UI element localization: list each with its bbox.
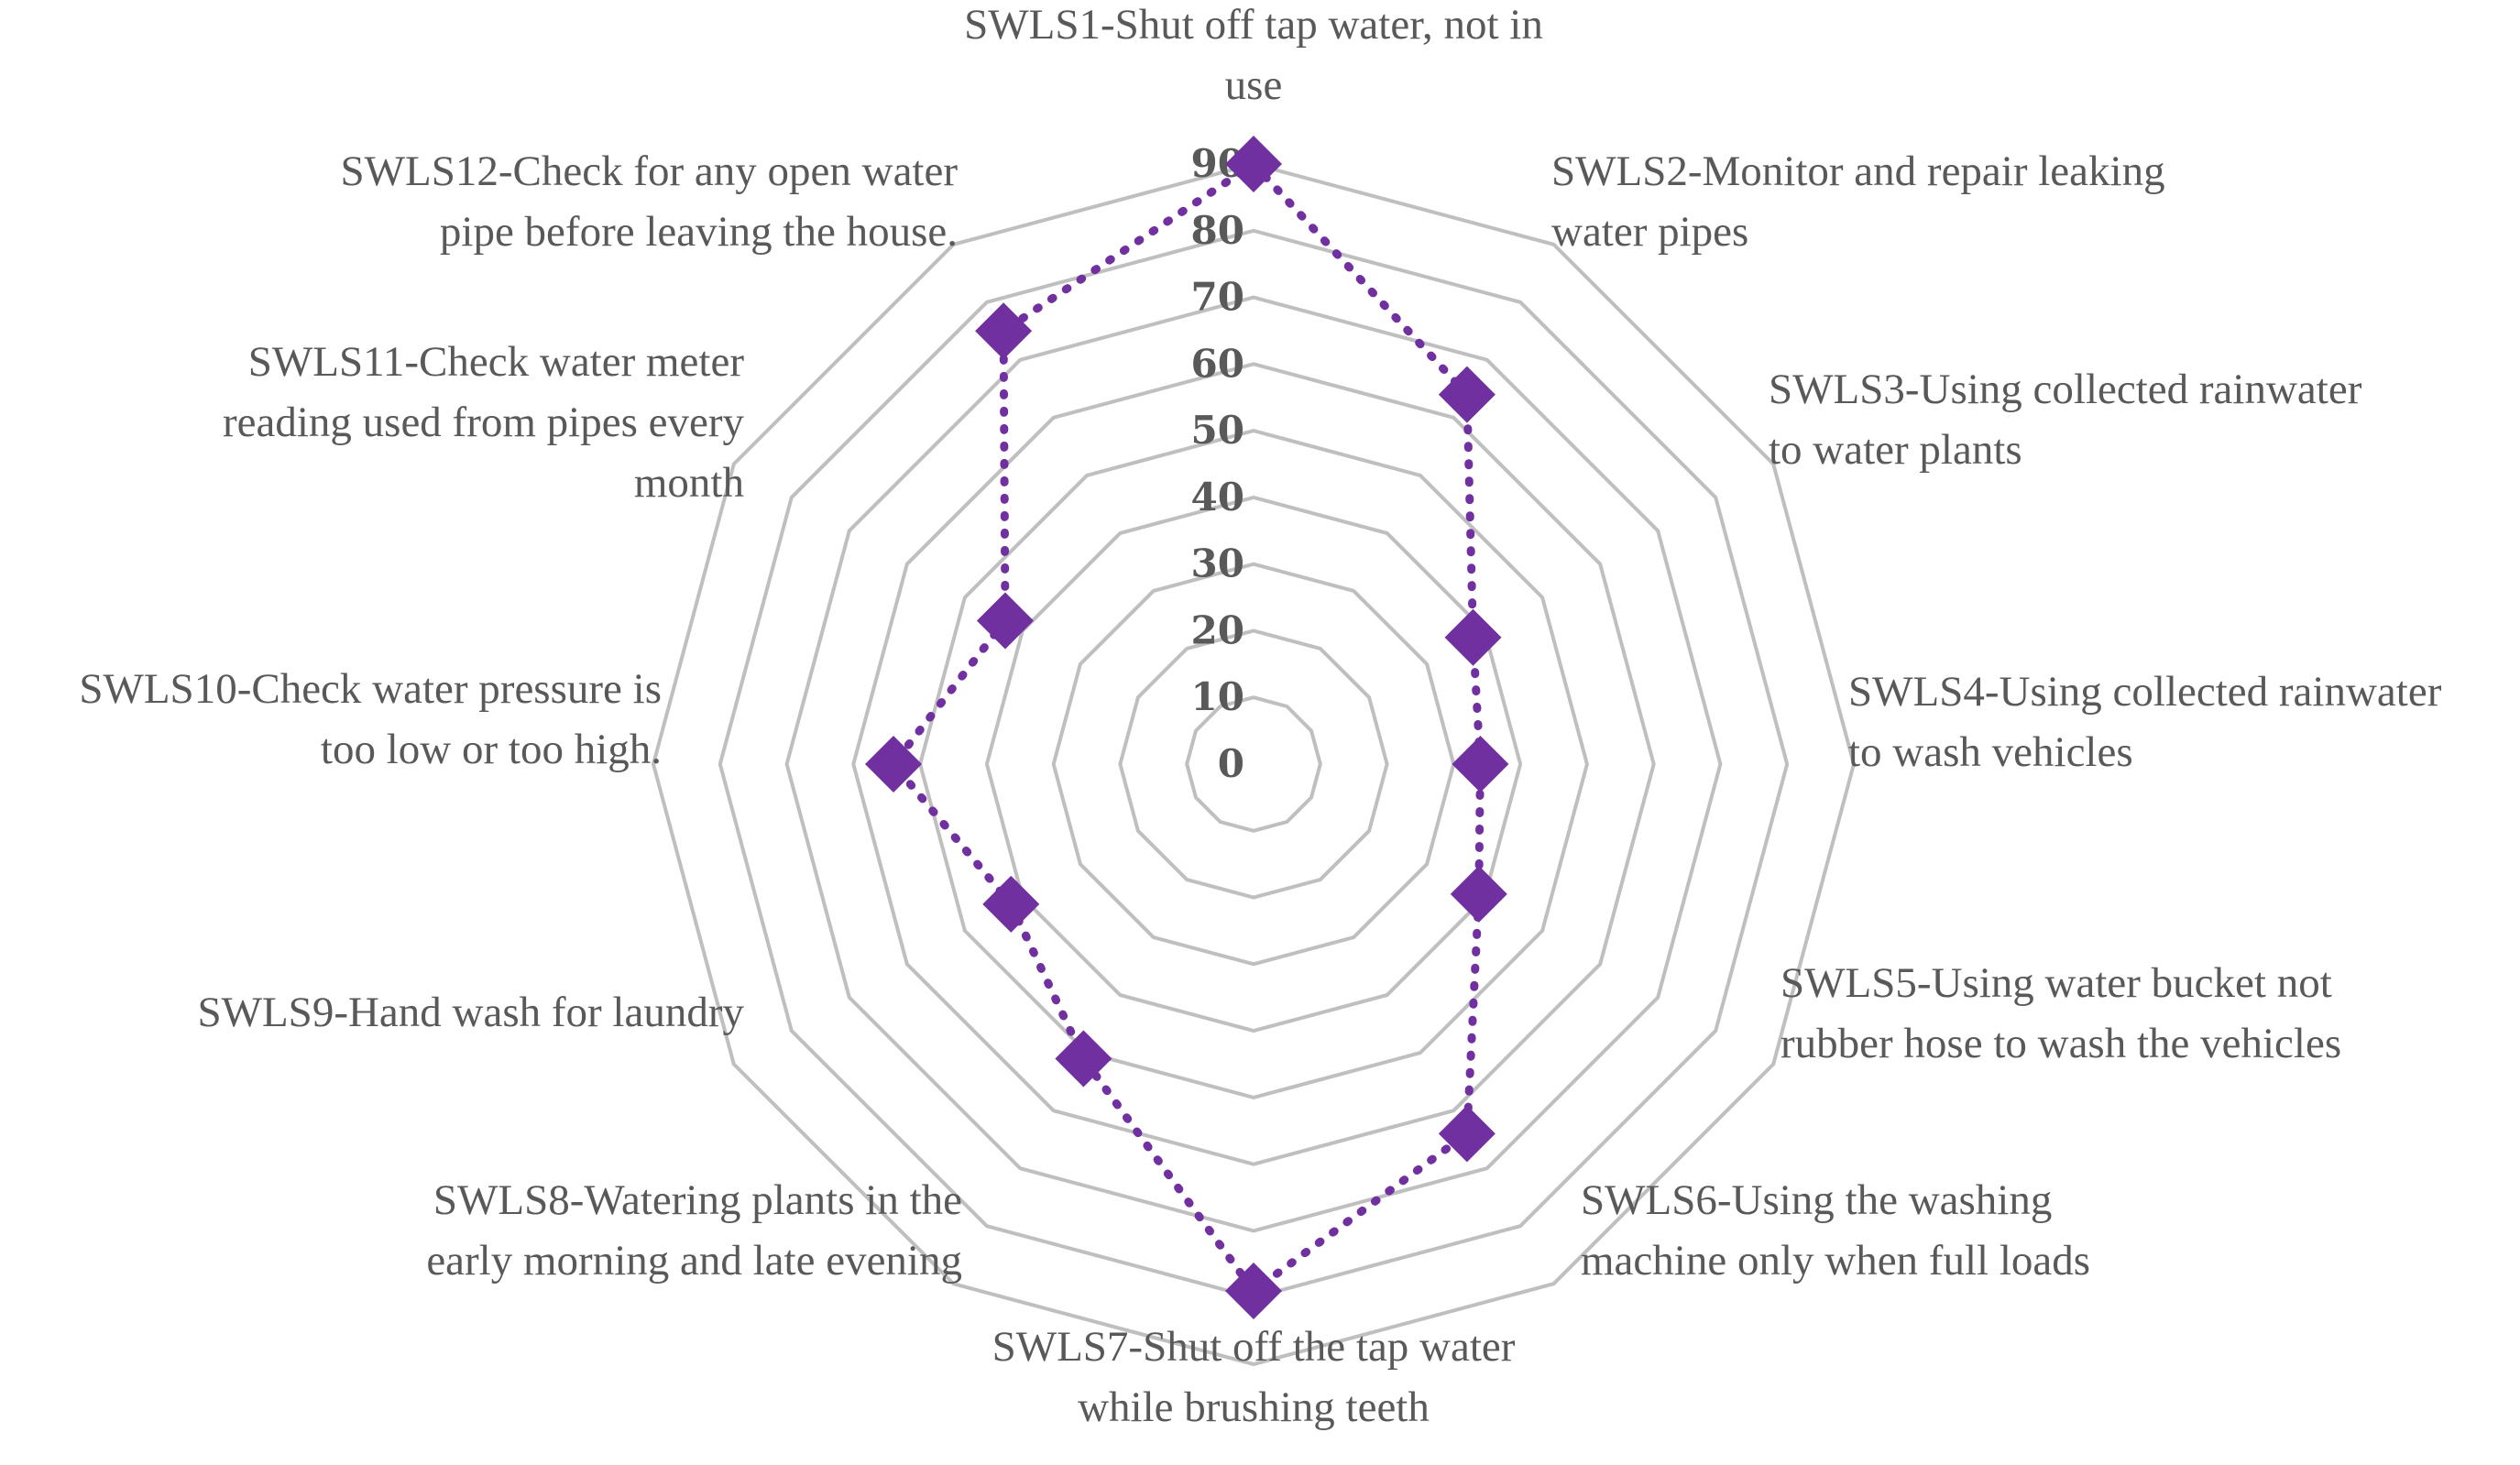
data-point-swls9 — [982, 875, 1040, 933]
grid-ring-50 — [918, 429, 1589, 1099]
r-tick-label: 0 — [1218, 741, 1244, 786]
data-point-swls10 — [865, 736, 922, 793]
category-label-swls9: SWLS9-Hand wash for laundry — [197, 989, 744, 1036]
r-tick-label: 70 — [1191, 275, 1244, 320]
grid-ring-30 — [1051, 562, 1456, 967]
data-point-swls3 — [1444, 608, 1502, 666]
data-point-swls6 — [1438, 1105, 1496, 1163]
data-point-swls5 — [1450, 865, 1507, 923]
r-tick-label: 40 — [1191, 475, 1244, 519]
grid-ring-40 — [984, 495, 1523, 1033]
data-point-swls11 — [976, 592, 1034, 650]
grid-ring-10 — [1185, 695, 1322, 833]
radar-grid — [651, 161, 1857, 1367]
grid-ring-60 — [851, 362, 1656, 1166]
data-point-swls2 — [1438, 366, 1496, 423]
r-tick-label: 30 — [1191, 541, 1244, 586]
r-tick-label: 50 — [1191, 408, 1244, 453]
r-tick-label: 10 — [1191, 674, 1244, 719]
grid-ring-20 — [1118, 629, 1389, 900]
data-point-swls7 — [1225, 1262, 1282, 1319]
r-tick-label: 80 — [1191, 208, 1244, 253]
series-layer — [865, 136, 1509, 1319]
data-point-swls1 — [1225, 136, 1282, 192]
data-point-swls12 — [975, 302, 1033, 360]
data-point-swls4 — [1452, 736, 1509, 793]
data-point-swls8 — [1055, 1030, 1112, 1088]
grid-ring-90 — [651, 161, 1857, 1367]
r-tick-label: 60 — [1191, 341, 1244, 386]
grid-ring-70 — [784, 295, 1723, 1233]
r-tick-label: 20 — [1191, 607, 1244, 652]
